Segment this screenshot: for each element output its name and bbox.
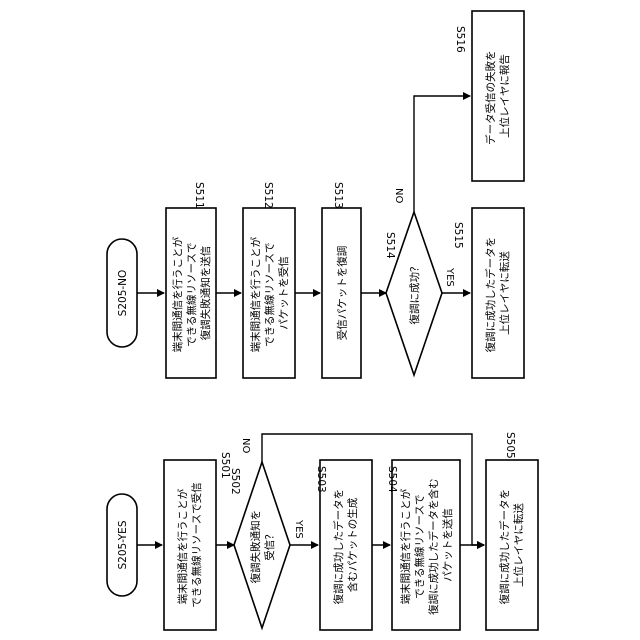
yes-label: YES [444,267,455,287]
step-id-s503: S503 [315,466,327,493]
step-id-s513: S513 [332,182,344,209]
s511-line: 端末間通信を行うことが [171,236,184,352]
start-label: S205-NO [117,270,129,317]
no-label: NO [240,438,251,453]
s502-line: 復調失敗通知を [249,510,262,584]
s505-line: 上位レイヤに転送 [512,503,525,587]
flow-right: S205-NO 端末間通信を行うことが できる無線リソースで 復調失敗通知を送信… [107,11,524,378]
step-id-s505: S505 [504,432,516,459]
no-label: NO [393,188,404,203]
process-box-s515 [472,208,524,378]
s515-line: 復調に成功したデータを [484,237,497,353]
s504-line: 復調に成功したデータを含む [427,478,440,615]
s504-line: パケットを送信 [441,508,454,582]
s514-text: 復調に成功？ [408,262,421,325]
s504-line: 端末間通信を行うことが [399,488,412,604]
step-id-s511: S511 [193,182,205,209]
start-terminal-yes: S205-YES [107,494,137,596]
start-label: S205-YES [117,520,129,569]
s503-line: 含むパケットの生成 [346,497,359,592]
yes-label: YES [293,519,304,539]
s502-line: 受信？ [264,529,276,561]
s504-line: できる無線リソースで [413,495,426,599]
step-id-s514: S514 [384,232,396,259]
s503-line: 復調に成功したデータを [332,489,345,605]
s515-line: 上位レイヤに転送 [498,251,511,335]
decision-diamond-s502 [234,462,290,628]
s511-line: できる無線リソースで [185,243,198,347]
s512-line: できる無線リソースで [263,243,276,347]
step-id-s516: S516 [454,26,466,53]
s512-line: パケットを受信 [278,256,290,330]
flow-left: S205-YES 端末間通信を行うことが できる無線リソースで受信 S501 復… [107,432,538,630]
s516-line: データ受信の失敗を [484,50,497,145]
step-id-s515: S515 [452,222,464,249]
start-terminal-no: S205-NO [107,239,137,347]
s513-text: 受信パケットを復調 [336,246,349,341]
s501-line: できる無線リソースで受信 [190,482,203,607]
step-id-s502: S502 [229,468,241,495]
no-branch-connector [414,96,470,212]
s505-line: 復調に成功したデータを [498,489,511,605]
s512-line: 端末間通信を行うことが [249,236,262,352]
process-box-s516 [472,11,524,181]
process-box-s505 [486,460,538,630]
s511-text: 端末間通信を行うことが できる無線リソースで 復調失敗通知を送信 [171,234,212,353]
step-id-s504: S504 [386,466,398,493]
s511-line: 復調失敗通知を送信 [199,246,212,341]
s516-line: 上位レイヤに報告 [498,54,511,138]
s501-line: 端末間通信を行うことが [176,488,189,604]
step-id-s512: S512 [262,182,274,209]
process-box-s501 [164,460,216,630]
